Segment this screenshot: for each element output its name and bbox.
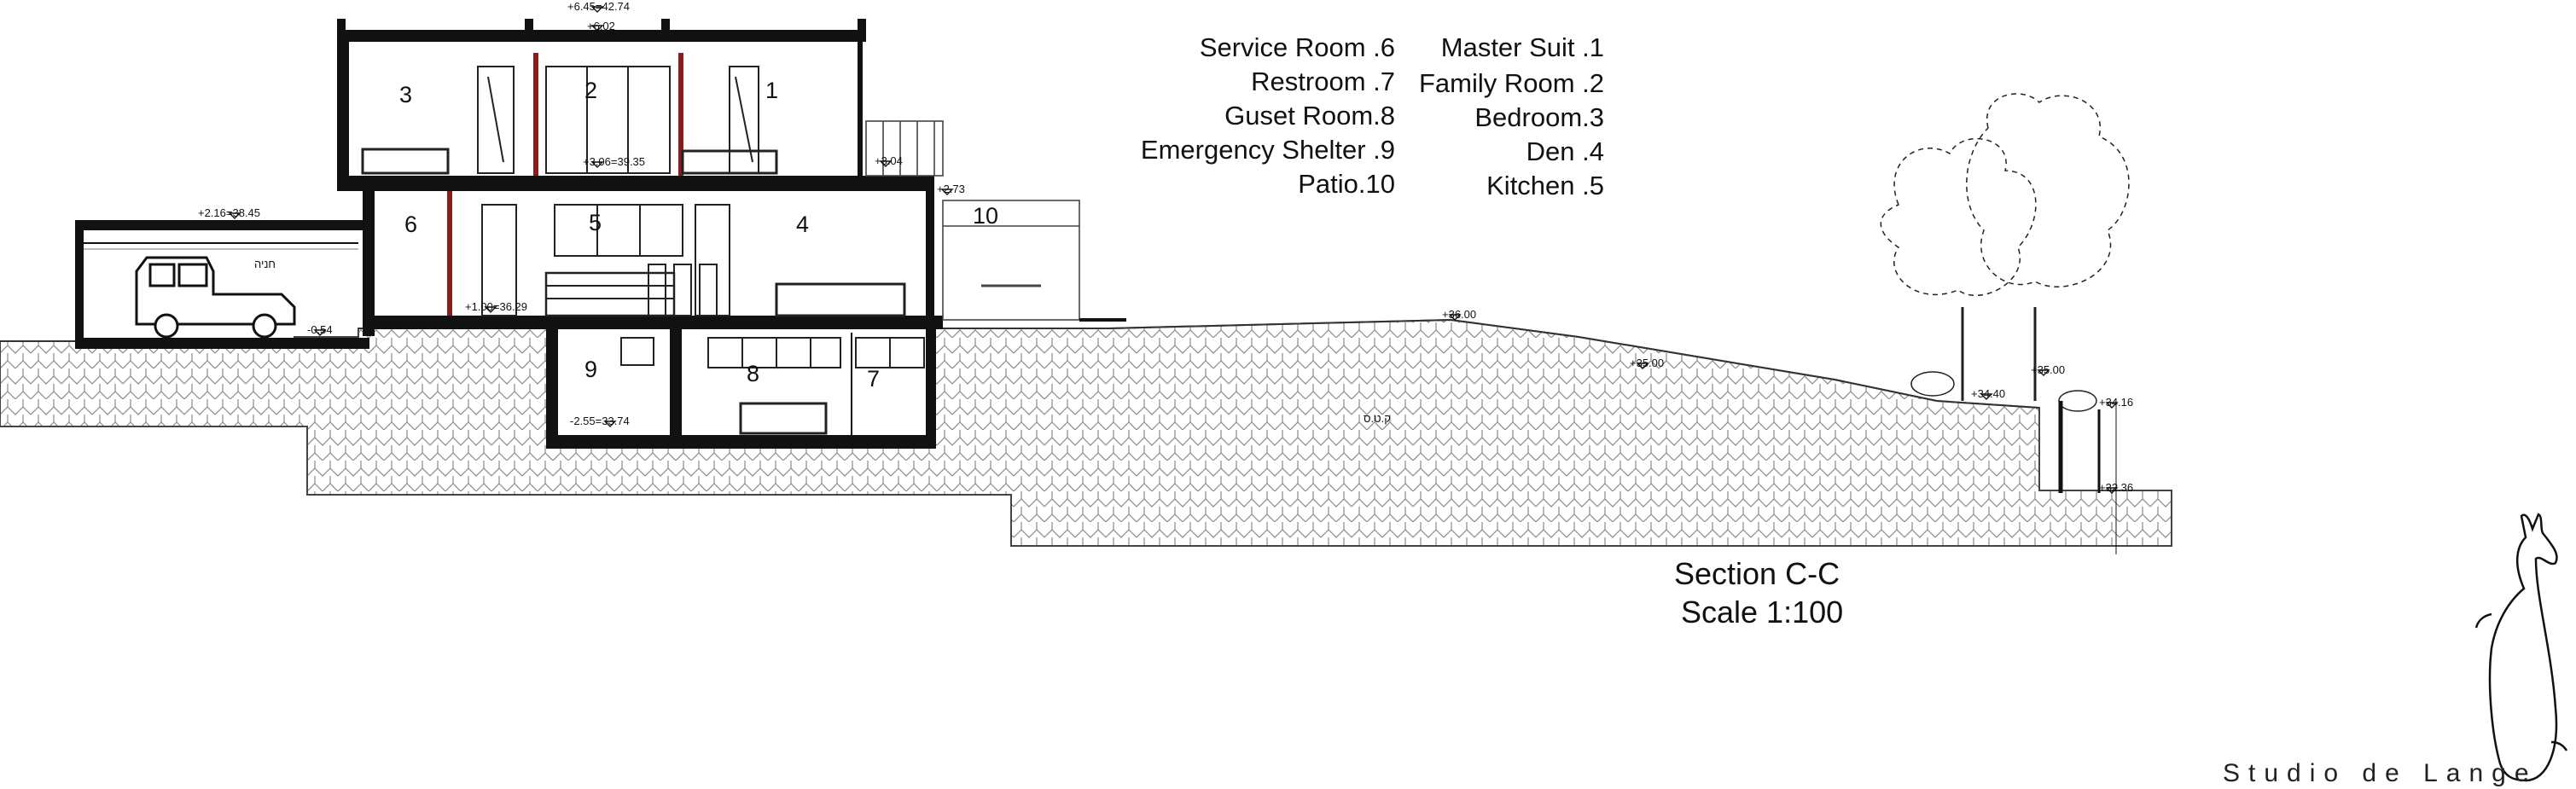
level-ground-d: +34.40 <box>1971 387 2005 400</box>
garage-label: חניה <box>254 258 276 270</box>
room-number-3: 3 <box>399 82 412 107</box>
level-markers <box>228 6 2119 494</box>
room-number-8: 8 <box>747 361 759 386</box>
garage <box>75 220 369 349</box>
retaining-wall <box>2058 401 2117 554</box>
level-terrace-rail: +3.04 <box>875 154 903 167</box>
legend-item-1: Master Suit .1 <box>1440 32 1604 62</box>
level-ground-floor: +1.00=36.29 <box>465 300 527 313</box>
level-wall-top: +34.16 <box>2099 396 2133 409</box>
room-number-6: 6 <box>404 212 417 237</box>
level-patio-top: +2.73 <box>937 183 965 195</box>
legend-item-8: Guset Room.8 <box>1224 101 1395 131</box>
legend-item-5: Kitchen .5 <box>1486 171 1604 200</box>
legend-item-6: Service Room .6 <box>1199 32 1395 62</box>
room-number-4: 4 <box>796 212 809 237</box>
patio <box>865 120 1126 322</box>
soil-label: ק.ט.ס <box>1364 412 1391 425</box>
openings <box>361 66 925 435</box>
studio-signature: Studio de Lange <box>2223 759 2538 787</box>
level-garage-roof: +2.16=38.45 <box>198 206 260 219</box>
house-structure <box>337 19 943 449</box>
ground-line <box>0 318 2040 409</box>
level-ground-b: +35.00 <box>1630 357 1664 369</box>
level-upper-floor: +3.06=39.35 <box>583 155 645 168</box>
tree-icon <box>1880 93 2130 412</box>
room-number-9: 9 <box>584 357 597 382</box>
room-number-1: 1 <box>765 78 778 103</box>
llama-icon <box>2474 513 2568 782</box>
level-wall-bottom: +32.36 <box>2099 481 2133 494</box>
room-number-7: 7 <box>867 366 880 392</box>
legend-item-10: Patio.10 <box>1298 169 1395 199</box>
level-basement: -2.55=33.74 <box>570 415 630 427</box>
legend-item-4: Den .4 <box>1526 136 1604 166</box>
car-icon <box>135 256 296 339</box>
legend-item-7: Restroom .7 <box>1251 67 1395 96</box>
basement-guest <box>678 324 934 439</box>
room-number-5: 5 <box>589 210 602 235</box>
level-roof-inner: +6.02 <box>587 20 615 32</box>
level-ground-c: +35.00 <box>2031 363 2065 376</box>
room-number-2: 2 <box>584 78 597 103</box>
room-number-10: 10 <box>973 203 998 229</box>
level-roof: +6.45=42.74 <box>567 0 630 13</box>
level-ground-a: +36.00 <box>1442 308 1476 321</box>
terrain-soil <box>0 318 2172 547</box>
section-title: Section C-C <box>1674 556 1840 591</box>
section-scale: Scale 1:100 <box>1681 595 1844 629</box>
legend-item-9: Emergency Shelter .9 <box>1140 135 1395 165</box>
legend-item-2: Family Room .2 <box>1418 68 1604 98</box>
legend-item-3: Bedroom.3 <box>1474 102 1604 132</box>
level-garage-floor: -0.54 <box>307 323 333 336</box>
basement-shelter <box>546 324 678 439</box>
